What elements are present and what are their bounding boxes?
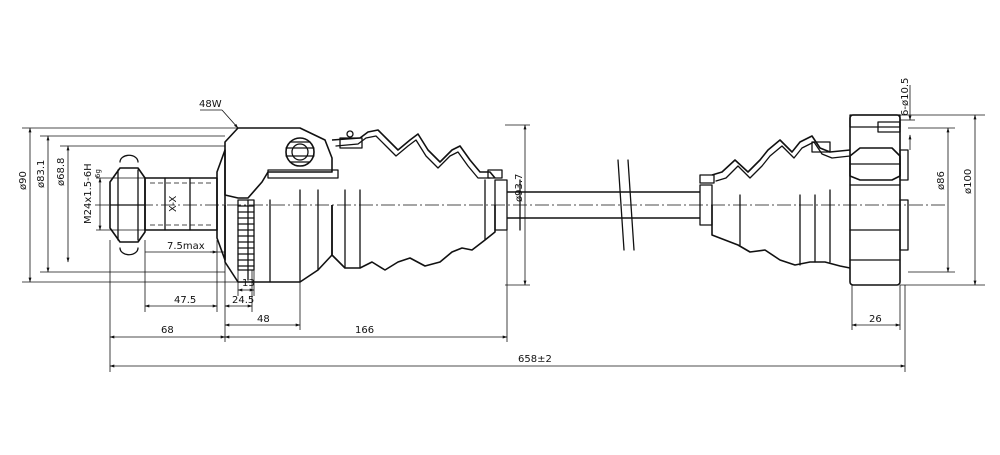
label-holes: 6-ø10.5 (900, 78, 911, 116)
hex-nut (109, 167, 146, 243)
label-dim-68: 68 (161, 325, 174, 336)
label-section: X-X (168, 196, 179, 212)
label-thread: M24x1.5-6H (83, 163, 94, 224)
label-thread-tol: 6g (94, 169, 102, 178)
label-shoulder-len: 24.5 (232, 295, 254, 306)
inner-flange (849, 114, 909, 286)
abs-ring (237, 199, 255, 271)
label-dim-48: 48 (257, 314, 270, 325)
outer-boot (331, 129, 508, 271)
label-d83-1: ø83.1 (36, 160, 47, 188)
label-dim-166: 166 (355, 325, 374, 336)
label-d90: ø90 (18, 171, 29, 190)
right-diameter-dims: 6-ø10.5 ø86 ø100 (900, 78, 985, 286)
boot-profile-top (331, 129, 496, 179)
boot-diameter-dim: ø93.7 (505, 124, 530, 286)
label-d86: ø86 (936, 171, 947, 190)
spline-callout: 48W (199, 99, 239, 129)
main-shaft (507, 159, 700, 251)
label-d100: ø100 (963, 169, 974, 194)
label-ring-width: 13 (242, 278, 255, 289)
left-diameter-dims: ø90 ø83.1 ø68.8 M24x1.5-6H 6g X-X (18, 127, 238, 283)
length-dims: 47.5 24.5 48 26 68 166 658±2 (109, 230, 906, 372)
inner-boot-bottom (711, 205, 851, 269)
label-total-len: 658±2 (518, 354, 552, 365)
label-flange-width: 26 (869, 314, 882, 325)
inner-boot (699, 135, 851, 269)
break-lines (617, 159, 635, 251)
label-d68-8: ø68.8 (56, 158, 67, 186)
label-d93-7: ø93.7 (514, 174, 525, 202)
label-spline: 48W (199, 99, 222, 110)
ball-joint (285, 137, 315, 167)
boot-profile-bottom (331, 205, 496, 271)
inner-boot-top (711, 135, 851, 176)
label-stub-len: 47.5 (174, 295, 196, 306)
label-max-len: 7.5max (167, 241, 205, 252)
housing-section (224, 127, 333, 199)
small-dims: 7.5max 13 (145, 241, 255, 296)
stub-shaft (144, 177, 218, 231)
